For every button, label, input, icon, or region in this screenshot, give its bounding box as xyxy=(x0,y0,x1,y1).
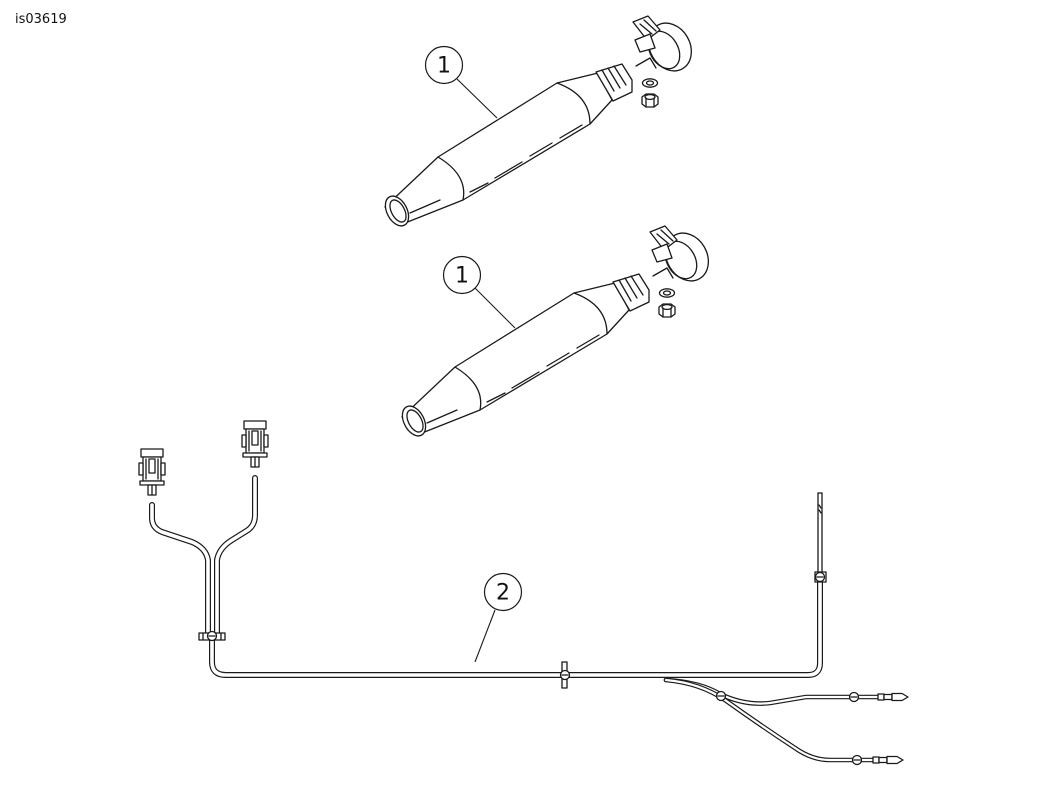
callout-number: 1 xyxy=(455,264,469,289)
figure-id-label: is03619 xyxy=(15,12,67,27)
harness-terminal-lower xyxy=(872,755,904,765)
callout-1-lower: 1 xyxy=(442,255,516,329)
callout-1-upper: 1 xyxy=(424,45,498,119)
harness-connector-left xyxy=(138,448,166,496)
callout-number: 1 xyxy=(437,54,451,79)
harness-terminal-upper xyxy=(877,692,909,702)
wiring-harness xyxy=(138,420,909,766)
muffler-lower xyxy=(397,224,718,441)
callout-number: 2 xyxy=(496,581,510,606)
harness-connector-right xyxy=(241,420,269,468)
muffler-upper xyxy=(380,14,701,231)
callout-2: 2 xyxy=(474,572,523,663)
